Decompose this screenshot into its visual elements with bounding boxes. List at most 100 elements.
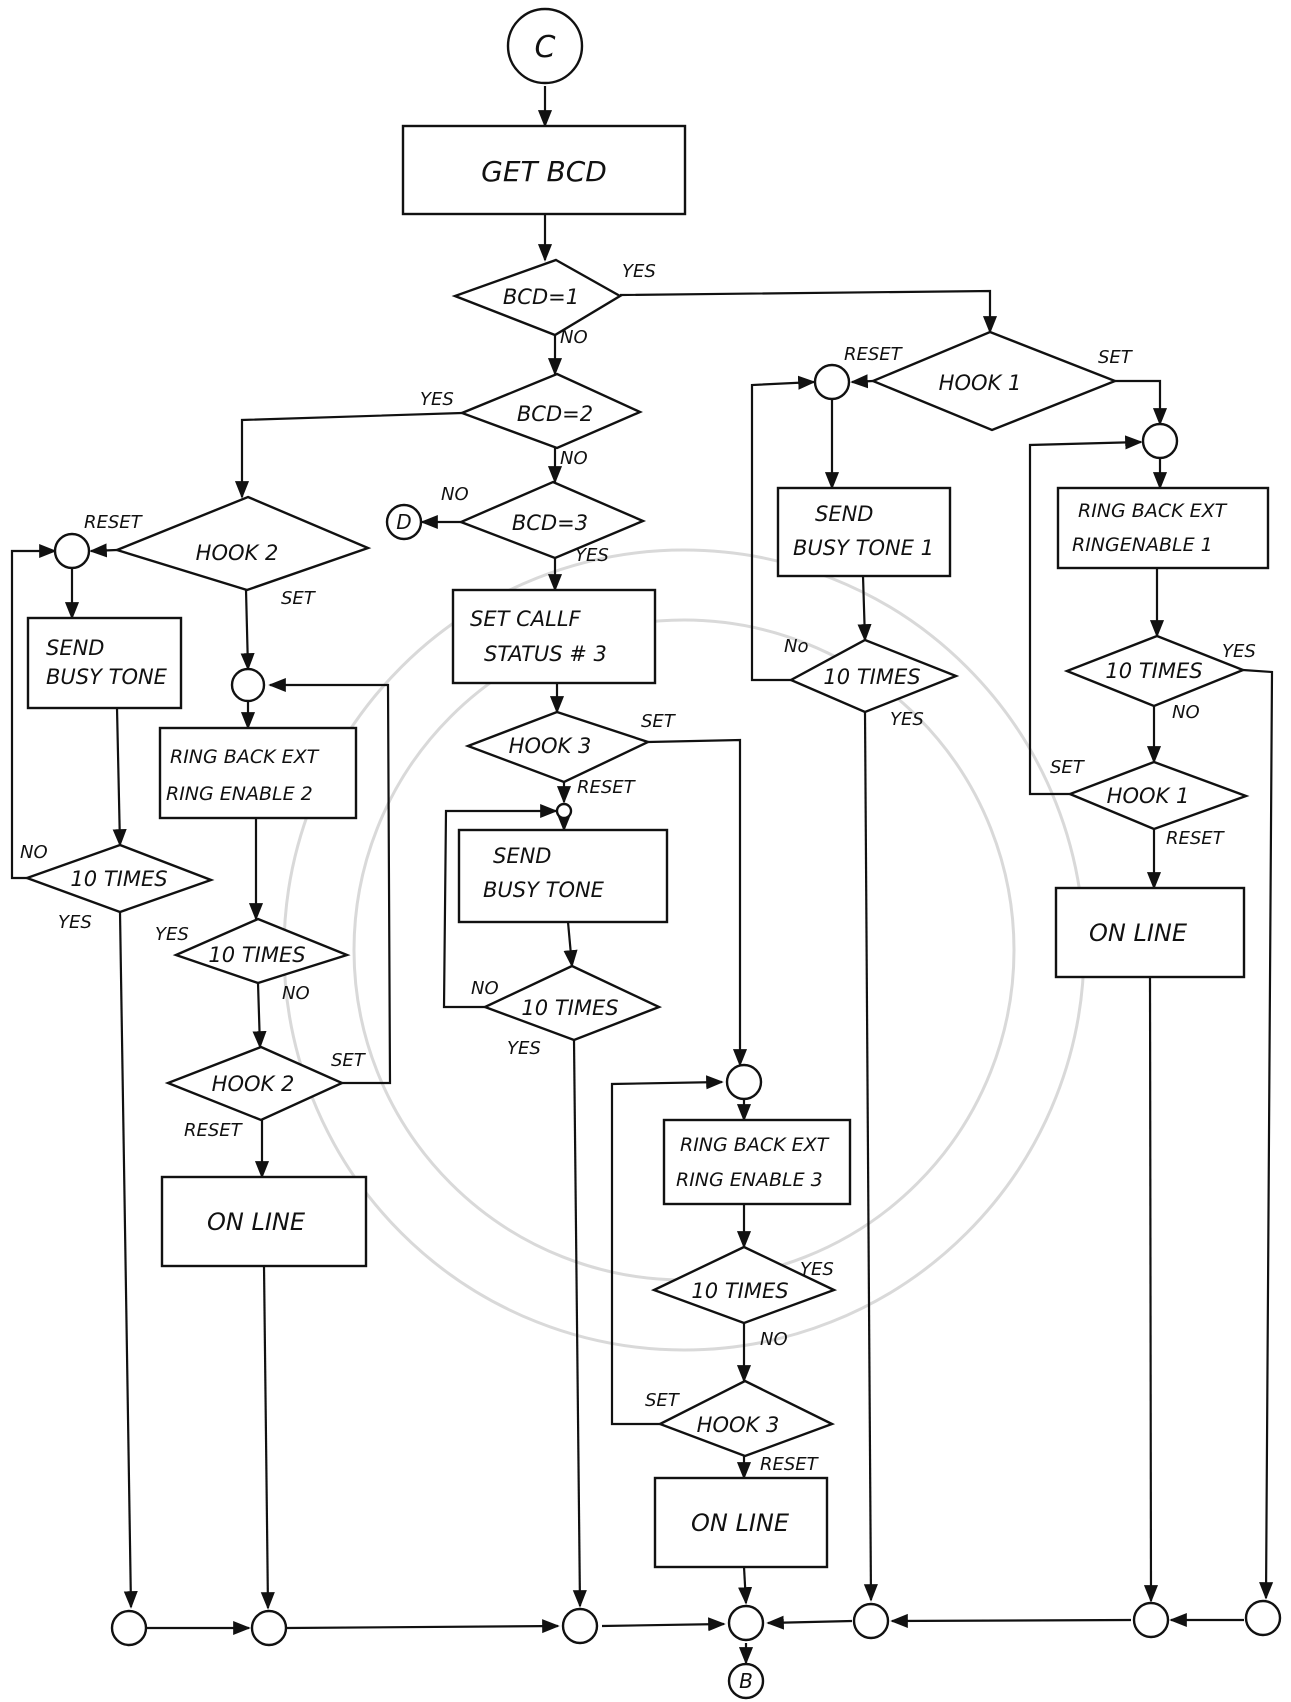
edge-label-ttc-yes: YES bbox=[507, 1038, 541, 1059]
edge-label-hook1a-set: SET bbox=[1098, 347, 1134, 368]
process-send-busy-tone-3-line1: SEND bbox=[493, 844, 551, 868]
edge-online1-down bbox=[1143, 976, 1159, 1603]
process-send-busy-tone-2 bbox=[26, 616, 183, 710]
connector-c bbox=[506, 7, 584, 85]
nodes: C GET BCD BCD=1 BCD=2 BCD=3 D HOOK 2 SEN… bbox=[23, 7, 1282, 1700]
process-on-line-2-label: ON LINE bbox=[207, 1208, 306, 1236]
process-send-busy-tone-1 bbox=[776, 486, 952, 578]
process-ring-back-2 bbox=[158, 726, 358, 820]
edge-10times-yes-down bbox=[118, 911, 138, 1609]
merge-bottom-3 bbox=[561, 1607, 599, 1645]
process-ring-back-3 bbox=[662, 1118, 852, 1206]
decision-10-times-d bbox=[650, 1245, 838, 1325]
edge-label-hook3a-set: SET bbox=[641, 711, 677, 732]
decision-hook-1-b-label: HOOK 1 bbox=[1107, 784, 1190, 808]
edge-bottom-5 bbox=[890, 1613, 1132, 1628]
process-get-bcd-label: GET BCD bbox=[481, 155, 607, 188]
connector-b-label: B bbox=[739, 1669, 753, 1693]
edge-online3-down bbox=[738, 1566, 753, 1605]
edge-label-hook1b-set: SET bbox=[1050, 757, 1086, 778]
edge-hook1a-reset bbox=[850, 374, 874, 389]
process-on-line-3 bbox=[653, 1476, 829, 1569]
decision-hook-2-b-label: HOOK 2 bbox=[212, 1072, 295, 1096]
decision-bcd-1 bbox=[451, 258, 623, 337]
edge-10times-yes-right bbox=[1242, 668, 1274, 1600]
process-set-callf-line2: STATUS # 3 bbox=[484, 642, 607, 666]
decision-10-times-b bbox=[172, 917, 351, 985]
process-on-line-3-label: ON LINE bbox=[691, 1509, 790, 1537]
edge-bcd2-yes bbox=[234, 411, 463, 499]
decision-10-times-e bbox=[788, 638, 960, 714]
decision-hook-3-a-label: HOOK 3 bbox=[509, 734, 592, 758]
edge-label-hook2b-reset: RESET bbox=[184, 1120, 244, 1141]
decision-10-times-a-label: 10 TIMES bbox=[70, 867, 167, 891]
edge-label-hook1b-reset: RESET bbox=[1166, 828, 1226, 849]
edge-10times-no-loop bbox=[10, 543, 57, 880]
decision-bcd-2 bbox=[458, 372, 643, 450]
decision-10-times-c bbox=[481, 964, 663, 1042]
merge-hook3-set bbox=[725, 1063, 763, 1101]
edge-label-tte-no: No bbox=[784, 636, 808, 657]
process-on-line-1 bbox=[1054, 886, 1246, 979]
decision-10-times-f-label: 10 TIMES bbox=[1105, 659, 1202, 683]
decision-hook-2-a bbox=[113, 495, 372, 592]
process-on-line-2 bbox=[160, 1175, 368, 1268]
edge-sendbusy3-to-10times bbox=[563, 921, 578, 968]
edge-hook3b-set-loop bbox=[610, 1075, 724, 1426]
decision-hook-3-b bbox=[657, 1379, 836, 1458]
merge-hook1-set bbox=[1141, 422, 1179, 460]
decision-10-times-d-label: 10 TIMES bbox=[691, 1279, 788, 1303]
process-set-callf bbox=[451, 588, 657, 685]
edge-sendbusy2-to-10times bbox=[112, 707, 127, 847]
process-send-busy-tone-3-line2: BUSY TONE bbox=[483, 878, 605, 902]
edge-online2-down bbox=[260, 1265, 275, 1610]
edge-label-bcd1-yes: YES bbox=[622, 261, 656, 282]
edge-label-tta-yes: YES bbox=[58, 912, 92, 933]
decision-10-times-a bbox=[23, 843, 215, 914]
edge-label-ttd-no: NO bbox=[760, 1329, 788, 1350]
process-ring-back-1-line1: RING BACK EXT bbox=[1078, 500, 1228, 522]
edge-bottom-4 bbox=[766, 1615, 853, 1630]
edge-hook2b-set-loop bbox=[268, 677, 392, 1085]
decision-10-times-b-label: 10 TIMES bbox=[208, 943, 305, 967]
merge-bottom-7 bbox=[1244, 1599, 1282, 1637]
edge-hook2a-reset bbox=[89, 543, 118, 558]
decision-hook-1-b bbox=[1066, 760, 1250, 831]
edge-label-tta-no: NO bbox=[20, 842, 48, 863]
process-send-busy-tone-3 bbox=[457, 828, 669, 924]
connector-b bbox=[727, 1662, 765, 1700]
process-ring-back-1 bbox=[1056, 486, 1270, 570]
edge-label-bcd2-yes: YES bbox=[420, 389, 454, 410]
decision-bcd-2-label: BCD=2 bbox=[517, 402, 593, 426]
connector-c-label: C bbox=[535, 30, 556, 65]
edge-hook3a-set bbox=[647, 738, 748, 1067]
decision-bcd-3-label: BCD=3 bbox=[512, 511, 588, 535]
edge-hook1a-set bbox=[1115, 379, 1168, 426]
edge-label-bcd2-no: NO bbox=[560, 448, 588, 469]
decision-hook-3-a bbox=[464, 710, 652, 784]
process-set-callf-line1: SET CALLF bbox=[470, 607, 582, 631]
edges bbox=[10, 86, 1274, 1665]
process-get-bcd bbox=[401, 124, 687, 216]
edge-label-bcd1-no: NO bbox=[560, 327, 588, 348]
edge-hook2a-set bbox=[240, 589, 255, 671]
edge-sendbusy1-to-10times bbox=[857, 575, 872, 642]
process-ring-back-2-line1: RING BACK EXT bbox=[170, 746, 320, 768]
edge-bottom-3 bbox=[601, 1617, 726, 1632]
edge-label-hook3b-set: SET bbox=[645, 1390, 681, 1411]
connector-d bbox=[385, 503, 423, 541]
merge-hook2-set bbox=[230, 667, 266, 703]
merge-bottom-6 bbox=[1132, 1601, 1170, 1639]
merge-bottom-1 bbox=[110, 1609, 148, 1647]
edge-10times-no-loop-3 bbox=[442, 803, 558, 1009]
edge-10times-yes-down-1 bbox=[863, 711, 878, 1602]
process-send-busy-tone-1-line2: BUSY TONE 1 bbox=[793, 536, 934, 560]
edge-label-ttd-yes: YES bbox=[800, 1259, 834, 1280]
edge-label-ttc-no: NO bbox=[471, 978, 499, 999]
process-ring-back-3-line2: RING ENABLE 3 bbox=[676, 1169, 823, 1191]
edge-label-hook2a-reset: RESET bbox=[84, 512, 144, 533]
decision-hook-2-a-label: HOOK 2 bbox=[196, 541, 279, 565]
edge-label-tte-yes: YES bbox=[890, 709, 924, 730]
edge-10times-no-loop-1 bbox=[750, 375, 816, 682]
